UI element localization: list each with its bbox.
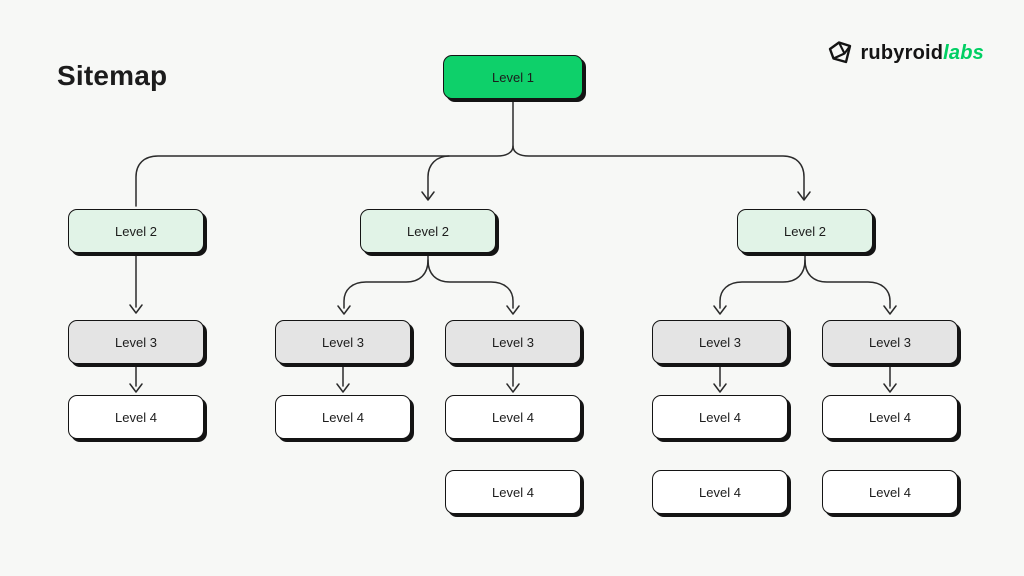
- node-level4-col1: Level 4: [68, 395, 204, 439]
- node-level3-col1: Level 3: [68, 320, 204, 364]
- node-level1: Level 1: [443, 55, 583, 99]
- node-level4-col2: Level 4: [275, 395, 411, 439]
- node-level3-col5: Level 3: [822, 320, 958, 364]
- node-level4-col4-second: Level 4: [652, 470, 788, 514]
- page-title: Sitemap: [57, 60, 168, 91]
- brand-name-black: rubyroid: [860, 41, 944, 64]
- node-level4-col3: Level 4: [445, 395, 581, 439]
- node-level2-left: Level 2: [68, 209, 204, 253]
- node-level4-col5: Level 4: [822, 395, 958, 439]
- brand-name: rubyroidlabs: [860, 42, 984, 65]
- brand-logo: rubyroidlabs: [827, 40, 984, 66]
- node-level4-col4: Level 4: [652, 395, 788, 439]
- node-level3-col2: Level 3: [275, 320, 411, 364]
- node-level2-right: Level 2: [737, 209, 873, 253]
- node-level4-col5-second: Level 4: [822, 470, 958, 514]
- node-level2-middle: Level 2: [360, 209, 496, 253]
- brand-name-green: labs: [943, 41, 984, 64]
- node-level4-col3-second: Level 4: [445, 470, 581, 514]
- node-level3-col4: Level 3: [652, 320, 788, 364]
- node-level3-col3: Level 3: [445, 320, 581, 364]
- gem-logo-icon: [827, 40, 853, 66]
